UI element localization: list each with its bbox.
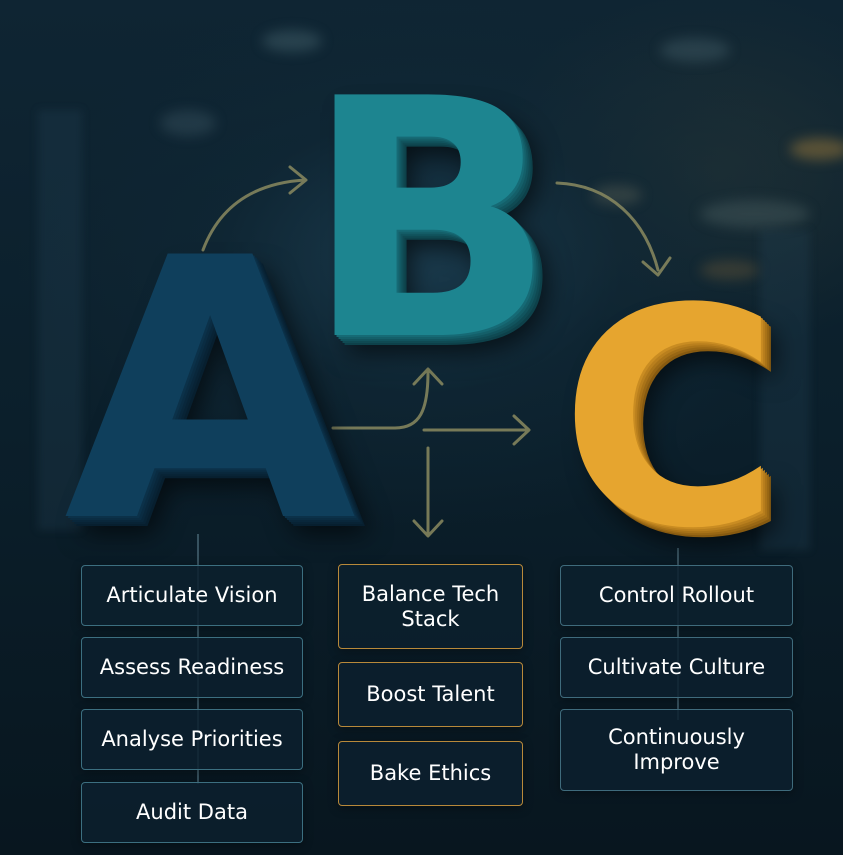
step-box-c1: Control Rollout (560, 565, 793, 626)
bokeh-light (660, 38, 730, 62)
step-box-c3: Continuously Improve (560, 709, 793, 791)
step-box-b1: Balance Tech Stack (338, 564, 523, 649)
arrow-b-to-c (555, 181, 660, 272)
bokeh-light (790, 138, 843, 160)
arrowhead-center-right (512, 414, 531, 446)
step-box-a2: Assess Readiness (81, 637, 303, 698)
step-box-a1: Articulate Vision (81, 565, 303, 626)
letter-c: C (559, 245, 781, 594)
step-box-c2: Cultivate Culture (560, 637, 793, 698)
arrowhead-b-to-c (641, 256, 672, 277)
background-pillar (38, 110, 82, 530)
arrowhead-center-up (412, 367, 444, 386)
arrow-a-to-b (201, 178, 307, 252)
bokeh-light (700, 200, 810, 228)
step-box-a4: Audit Data (81, 782, 303, 843)
arrowhead-center-down (412, 519, 444, 538)
arrowhead-a-to-b (288, 165, 308, 195)
letter-b: B (304, 29, 556, 413)
step-box-a3: Analyse Priorities (81, 709, 303, 770)
step-box-b2: Boost Talent (338, 662, 523, 727)
arrow-center-up (331, 370, 430, 430)
bokeh-light (160, 110, 216, 136)
letter-a: A (63, 182, 357, 601)
background-pillar (760, 230, 810, 550)
bokeh-light (262, 30, 322, 52)
bokeh-light (700, 260, 760, 280)
step-box-b3: Bake Ethics (338, 741, 523, 806)
bokeh-light (592, 185, 642, 205)
